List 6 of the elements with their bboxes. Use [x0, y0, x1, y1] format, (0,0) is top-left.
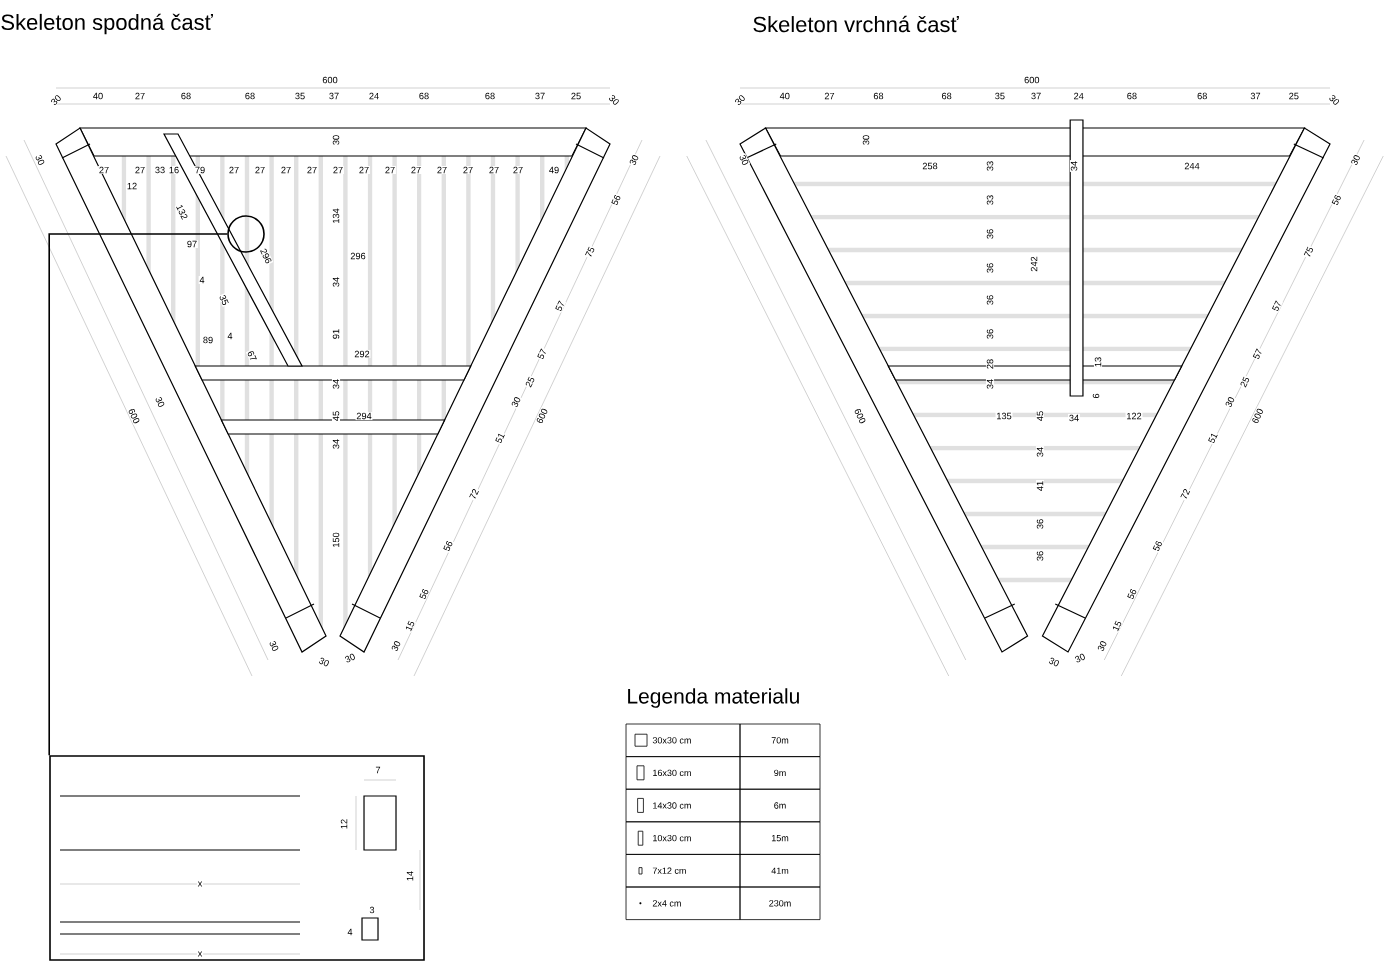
leader-line	[48, 233, 228, 756]
detail-circle	[227, 215, 265, 253]
drawing-title: Skeleton spodná časť	[1, 13, 213, 35]
table-title: Legenda materialu	[628, 688, 799, 708]
detail-frame	[49, 755, 425, 961]
drawing-title: Skeleton vrchná časť	[753, 15, 959, 33]
